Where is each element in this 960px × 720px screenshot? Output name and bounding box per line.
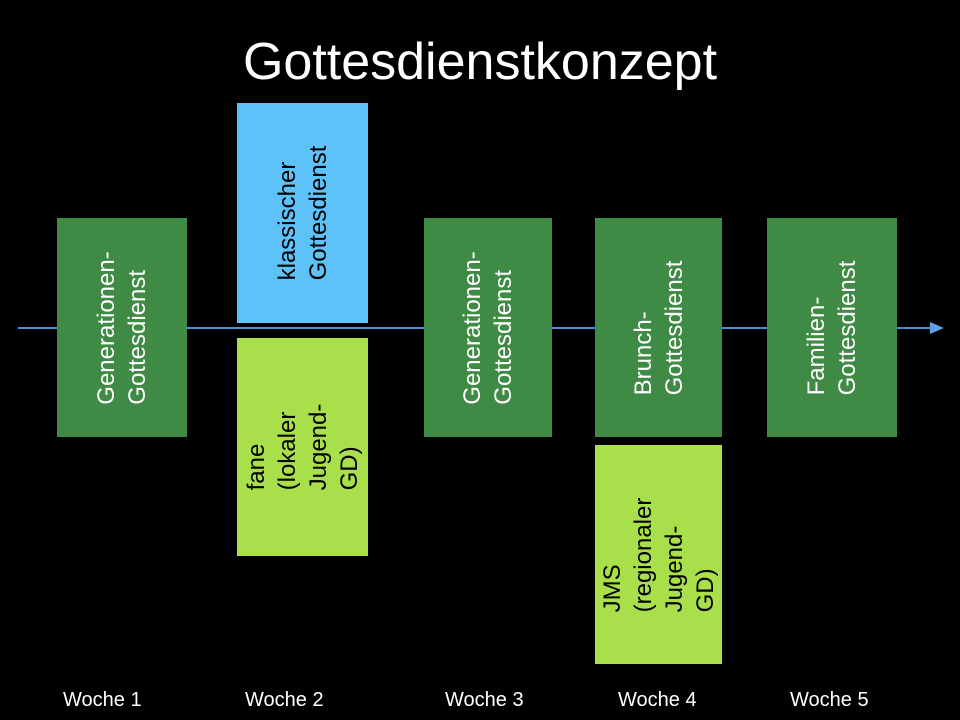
box-generationen-gottesdienst-week1: Generationen- Gottesdienst [57, 218, 187, 437]
box-label: fane (lokaler Jugend-GD) [242, 403, 363, 491]
page-title: Gottesdienstkonzept [242, 33, 718, 91]
box-jms-jugend-gd: JMS (regionaler Jugend-GD) [595, 445, 722, 664]
box-label: Generationen- Gottesdienst [93, 250, 151, 405]
arrowhead-icon [930, 322, 944, 334]
week-label-2: Woche 2 [245, 689, 324, 711]
week-label-3: Woche 3 [445, 689, 524, 711]
box-brunch-gottesdienst: Brunch- Gottesdienst [595, 218, 722, 437]
box-label: klassischer Gottesdienst [273, 145, 332, 281]
box-label: JMS (regionaler Jugend-GD) [598, 497, 719, 612]
box-generationen-gottesdienst-week3: Generationen- Gottesdienst [424, 218, 552, 437]
box-label: Familien- Gottesdienst [803, 260, 861, 395]
box-klassischer-gottesdienst: klassischer Gottesdienst [237, 103, 368, 323]
week-label-4: Woche 4 [618, 689, 697, 711]
box-label: Brunch- Gottesdienst [629, 260, 688, 395]
box-fane-jugend-gd: fane (lokaler Jugend-GD) [237, 338, 368, 556]
box-label: Generationen- Gottesdienst [459, 250, 517, 405]
week-label-1: Woche 1 [63, 689, 142, 711]
box-familien-gottesdienst: Familien- Gottesdienst [767, 218, 897, 437]
week-label-5: Woche 5 [790, 689, 869, 711]
